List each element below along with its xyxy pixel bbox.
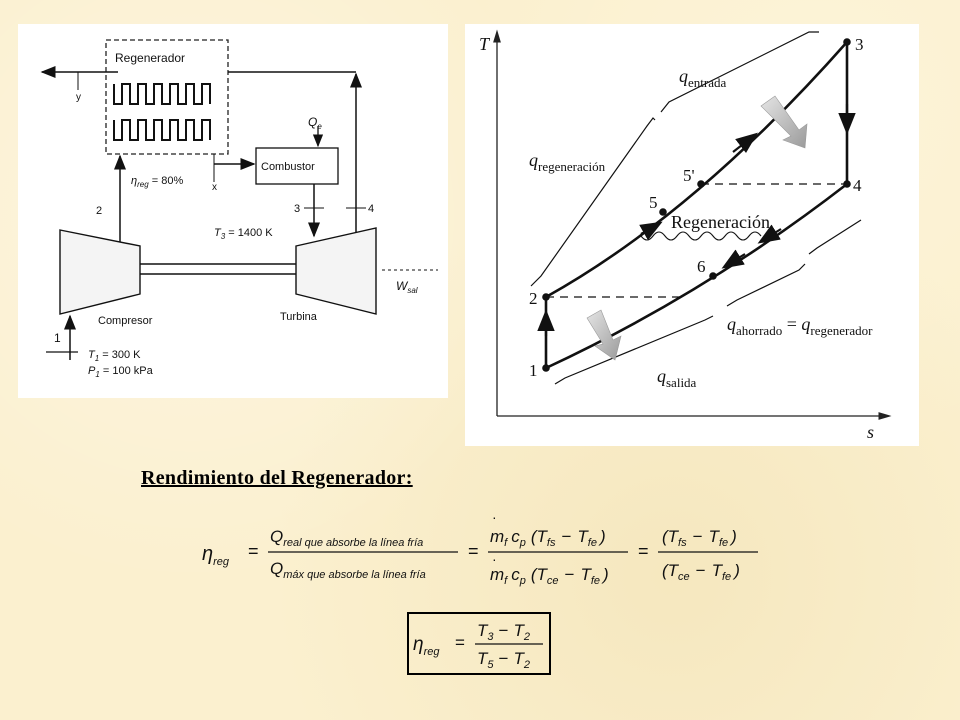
q-ahorrado-label: qahorrado = qregenerador (727, 314, 873, 338)
regenerator-box (105, 39, 229, 155)
combustor-label: Combustor (261, 161, 315, 173)
state-label-3: 3 (294, 203, 300, 215)
eq-equals-1: = (248, 541, 259, 561)
label-point-2: 2 (529, 289, 538, 308)
regenerator-coil-cold (113, 119, 211, 141)
equation-svg: ηreg = Qreal que absorbe la línea fría Q… (202, 509, 758, 587)
q-salida-label: qsalida (657, 366, 697, 390)
label-point-5: 5 (649, 193, 658, 212)
heat-in-label: Qe (308, 115, 322, 131)
cycle-schematic-svg: Regenerador y Combustor x Qe 3 4 T3 = 14… (40, 39, 438, 379)
brace-q-entrada (660, 31, 819, 113)
point-5-prime (697, 180, 705, 188)
box-denominator: T5−T2 (477, 649, 530, 671)
regenerator-efficiency-equation: ηreg = Qreal que absorbe la línea fría Q… (196, 509, 766, 592)
box-numerator: T3−T2 (477, 621, 530, 643)
q-entrada-label: qentrada (679, 66, 726, 90)
label-point-1: 1 (529, 361, 538, 380)
section-title: Rendimiento del Regenerador: (141, 467, 413, 489)
turbine-body (295, 227, 377, 315)
brace-q-ahorrado (726, 263, 806, 307)
t3-label: T3 = 1400 K (214, 227, 273, 241)
box-equals: = (455, 633, 465, 652)
turbine-work-label: Wsal (396, 279, 418, 295)
regeneration-wave (640, 231, 762, 241)
combustor-box (255, 147, 339, 185)
box-lhs: ηreg (413, 634, 440, 658)
t-axis-label: T (479, 34, 491, 54)
arrow-on-heating (732, 132, 758, 154)
state-label-1: 1 (54, 331, 61, 345)
compressor-body (59, 229, 141, 315)
boxed-equation-svg: ηreg = T3−T2 T5−T2 (413, 621, 543, 671)
label-point-4: 4 (853, 176, 862, 195)
brace-q-salida (554, 315, 714, 385)
brace-q-regeneracion (530, 117, 656, 287)
turbine-label: Turbina (280, 311, 318, 323)
arrow-on-regen-hot (757, 224, 782, 244)
state-label-2: 2 (96, 205, 102, 217)
brace-q-ahorrado-right (808, 219, 862, 255)
mdot-dot-num: · (492, 512, 497, 525)
frac3-denominator: (Tce−Tfe) (662, 561, 740, 583)
eq-equals-3: = (638, 541, 649, 561)
regenerator-label: Regenerador (115, 51, 185, 65)
q-regeneracion-label: qregeneración (529, 150, 606, 174)
mdot-dot-den: · (492, 551, 497, 567)
p1-label: P1 = 100 kPa (88, 365, 154, 379)
regenerator-coil-hot (113, 83, 211, 105)
point-5 (659, 208, 667, 216)
heat-out-gray-arrow (586, 309, 622, 361)
frac3-numerator: (Tfs−Tfe) (662, 527, 737, 549)
t1-label: T1 = 300 K (88, 349, 141, 363)
point-4 (843, 180, 851, 188)
label-point-3: 3 (855, 35, 864, 54)
boxed-efficiency-equation: ηreg = T3−T2 T5−T2 (407, 612, 551, 675)
point-1 (542, 364, 550, 372)
point-2 (542, 293, 550, 301)
cycle-schematic: Regenerador y Combustor x Qe 3 4 T3 = 14… (18, 24, 448, 398)
frac1-numerator: Qreal que absorbe la línea fría (270, 527, 423, 549)
state-label-x: x (212, 182, 217, 193)
ts-diagram: T s 1 2 3 4 5 5' 6 (465, 24, 919, 446)
curve-2-3 (545, 41, 848, 299)
eq-equals-2: = (468, 541, 479, 561)
compressor-label: Compresor (98, 315, 153, 327)
label-point-6: 6 (697, 257, 706, 276)
point-3 (843, 38, 851, 46)
efficiency-label: ηreg = 80% (131, 175, 183, 189)
arrow-on-cooling (721, 249, 746, 269)
arrow-on-regen-cold (639, 221, 663, 241)
frac1-denominator: Qmáx que absorbe la línea fría (270, 559, 426, 581)
heat-in-gray-arrow (760, 95, 808, 149)
state-label-4: 4 (368, 203, 374, 215)
label-point-5-prime: 5' (683, 166, 695, 185)
eq-lhs: ηreg (202, 543, 230, 568)
point-6 (709, 272, 717, 280)
regeneracion-label: Regeneración (671, 212, 770, 232)
ts-diagram-svg: T s 1 2 3 4 5 5' 6 (479, 29, 892, 442)
state-label-y: y (76, 92, 81, 103)
curve-4-1 (545, 182, 848, 370)
s-axis-label: s (867, 422, 874, 442)
